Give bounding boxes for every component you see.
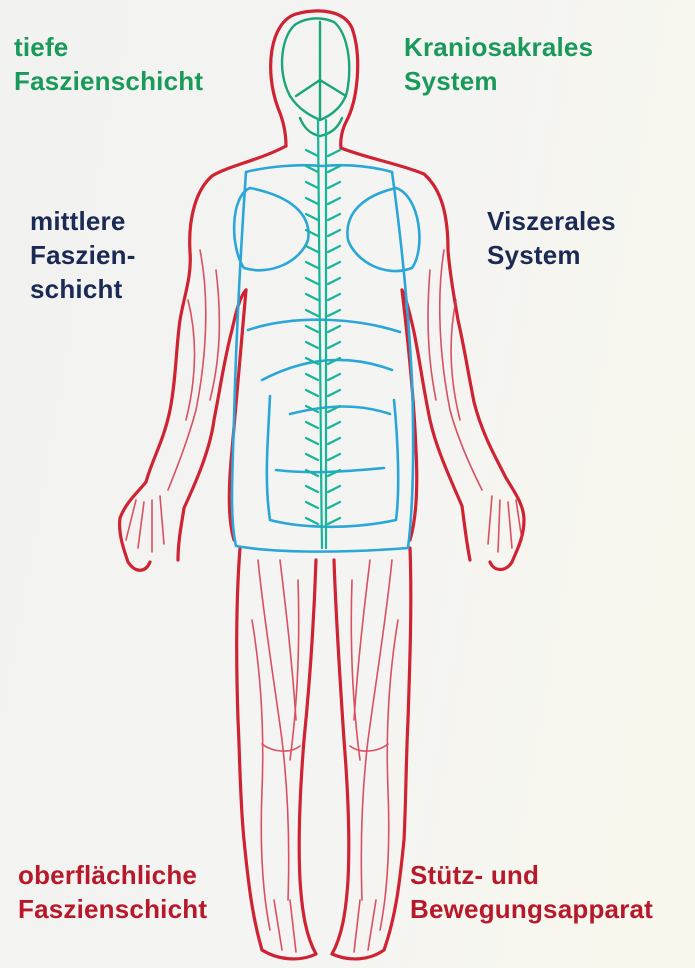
spine-lines <box>306 120 340 548</box>
craniosacral-system-lines <box>282 18 349 136</box>
muscle-lines <box>126 250 522 952</box>
